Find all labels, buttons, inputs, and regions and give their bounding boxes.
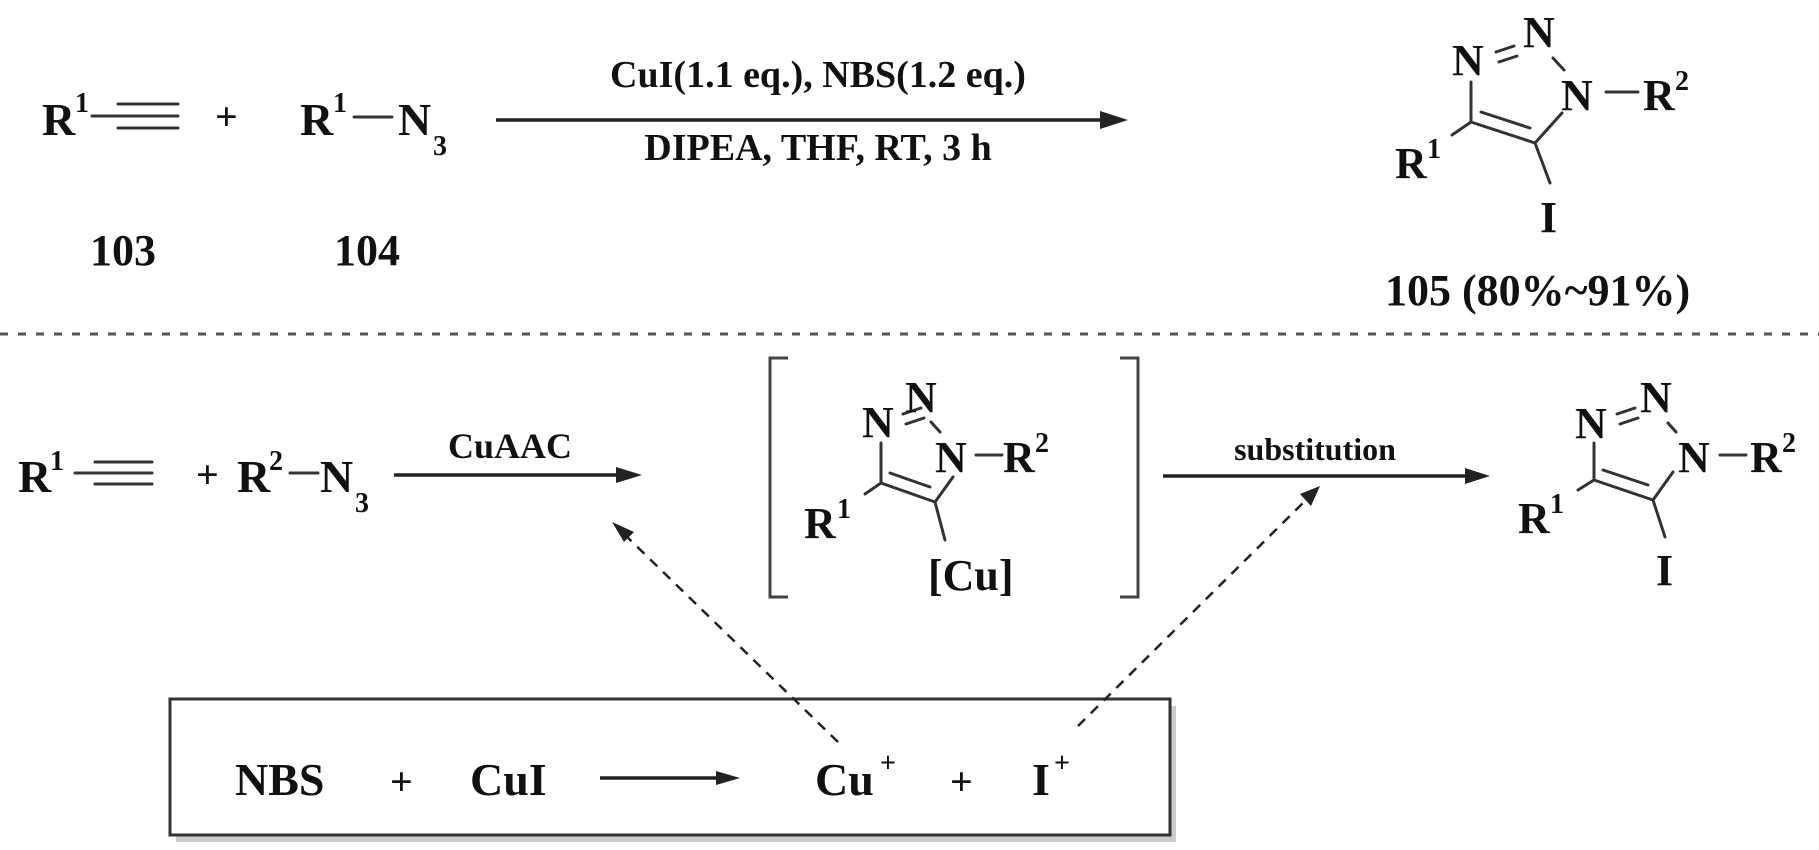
mprod-r1: R xyxy=(1518,494,1551,543)
top-azide-n-sub: 3 xyxy=(433,131,447,162)
int-c4-c5-double xyxy=(888,471,932,489)
conditions-below: DIPEA, THF, RT, 3 h xyxy=(644,127,991,169)
mprod-c4-r1-bond xyxy=(1576,478,1596,492)
box-iodine: I xyxy=(1032,754,1050,805)
product-r2-sup: 2 xyxy=(1675,66,1689,97)
int-nn-double-2 xyxy=(904,416,926,426)
label-104: 104 xyxy=(334,226,400,275)
c4-c5-bond xyxy=(1469,120,1537,145)
i-plus-dashed-arrow xyxy=(1077,495,1311,727)
mprod-r1-sup: 1 xyxy=(1550,489,1564,520)
int-r2-sup: 2 xyxy=(1035,428,1049,459)
box-cu: Cu xyxy=(815,754,874,805)
right-bracket xyxy=(1120,356,1140,599)
top-alkyne: R 1 xyxy=(42,88,180,145)
int-n2-n1-bond xyxy=(929,420,942,434)
box-plus-2: + xyxy=(950,759,973,804)
c4-c5-double xyxy=(1479,110,1532,130)
conditions-above: CuI(1.1 eq.), NBS(1.2 eq.) xyxy=(610,54,1026,96)
triazole-n2: N xyxy=(1523,8,1555,57)
int-c5-n1-bond xyxy=(933,475,955,504)
left-bracket xyxy=(768,356,788,599)
mech-azide: R 2 N 3 xyxy=(237,446,369,519)
mprod-r2-sup: 2 xyxy=(1782,428,1796,459)
box-nbs: NBS xyxy=(235,754,324,805)
product-r1-sup: 1 xyxy=(1427,134,1441,165)
cu-plus-dashed-arrow xyxy=(621,531,839,743)
cu-plus-arrowhead xyxy=(612,522,634,542)
top-arrow-head xyxy=(1100,111,1128,129)
int-n2: N xyxy=(905,373,937,422)
top-reaction: R 1 + R 1 N 3 103 104 CuI(1.1 eq.), NBS(… xyxy=(42,8,1690,315)
nn-double-2 xyxy=(1497,54,1519,64)
mech-alkyne-r-sup: 1 xyxy=(50,446,64,477)
top-product-triazole: N N N R 2 R 1 I xyxy=(1395,8,1689,242)
c5-n1-bond xyxy=(1533,111,1564,145)
c5-i-bond xyxy=(1533,141,1552,185)
box-iodine-charge: + xyxy=(1054,748,1070,779)
cu-triazole-intermediate: N N N R 2 R 1 [Cu] xyxy=(804,373,1049,600)
cuaac-arrow-head xyxy=(616,467,642,483)
label-103: 103 xyxy=(90,226,156,275)
mprod-n2: N xyxy=(1640,373,1672,422)
nn-double-1 xyxy=(1494,44,1516,54)
mprod-c4-c5-double xyxy=(1601,468,1650,487)
product-r2: R xyxy=(1643,71,1676,120)
mprod-r2: R xyxy=(1750,433,1783,482)
cuaac-label: CuAAC xyxy=(448,426,572,466)
top-azide-r-sup: 1 xyxy=(333,88,347,119)
mprod-nn-double-1 xyxy=(1615,406,1637,416)
top-azide-n: N xyxy=(398,94,431,145)
mprod-nn-double-2 xyxy=(1618,416,1640,426)
int-r2: R xyxy=(1003,433,1036,482)
mprod-n2-n1-bond xyxy=(1666,421,1678,434)
mechanism: R 1 + R 2 N 3 CuAAC N N xyxy=(18,356,1796,842)
i-plus-arrowhead xyxy=(1300,486,1320,506)
top-alkyne-r: R xyxy=(42,94,76,145)
mech-azide-r: R xyxy=(237,451,271,502)
triazole-n3: N xyxy=(1452,36,1484,85)
box-cu-charge: + xyxy=(880,748,896,779)
mech-product-triazole: N N N R 2 R 1 I xyxy=(1518,373,1796,595)
c4-r1-bond xyxy=(1450,120,1473,137)
mprod-iodo: I xyxy=(1656,546,1673,595)
reagent-equation: NBS + CuI Cu + + I + xyxy=(235,748,1070,805)
substitution-arrow-head xyxy=(1465,468,1490,484)
label-105-yield: 105 (80%~91%) xyxy=(1385,266,1690,315)
top-alkyne-r-sup: 1 xyxy=(75,88,89,119)
int-copper: [Cu] xyxy=(928,551,1014,600)
triazole-n1: N xyxy=(1561,71,1593,120)
mprod-c4-c5-bond xyxy=(1592,478,1655,502)
mech-azide-n: N xyxy=(320,451,353,502)
top-plus: + xyxy=(215,94,238,139)
mech-alkyne: R 1 xyxy=(18,446,154,502)
substitution-label: substitution xyxy=(1234,431,1396,467)
int-c4-c5-bond xyxy=(879,481,937,504)
product-r1: R xyxy=(1395,139,1428,188)
mech-alkyne-r: R xyxy=(18,451,52,502)
top-azide: R 1 N 3 xyxy=(300,88,447,162)
box-plus-1: + xyxy=(390,759,413,804)
mech-plus: + xyxy=(196,452,219,497)
int-n1: N xyxy=(935,433,967,482)
product-iodo: I xyxy=(1540,193,1557,242)
mprod-c5-i-bond xyxy=(1651,498,1667,539)
top-azide-r: R xyxy=(300,94,334,145)
int-c5-cu-bond xyxy=(933,500,947,542)
int-r1: R xyxy=(804,499,837,548)
box-cui: CuI xyxy=(470,754,547,805)
int-r1-sup: 1 xyxy=(837,494,851,525)
n2-n1-bond xyxy=(1551,56,1566,72)
mech-azide-r-sup: 2 xyxy=(269,446,283,477)
mprod-n3: N xyxy=(1575,399,1607,448)
mprod-c5-n1-bond xyxy=(1651,470,1675,502)
int-nn-double-1 xyxy=(901,406,923,416)
mech-azide-n-sub: 3 xyxy=(355,488,369,519)
mprod-n1: N xyxy=(1678,433,1710,482)
int-c4-r1-bond xyxy=(863,481,883,496)
reagent-box xyxy=(168,697,1172,837)
int-n3: N xyxy=(862,398,894,447)
box-arrow-head xyxy=(716,771,740,785)
